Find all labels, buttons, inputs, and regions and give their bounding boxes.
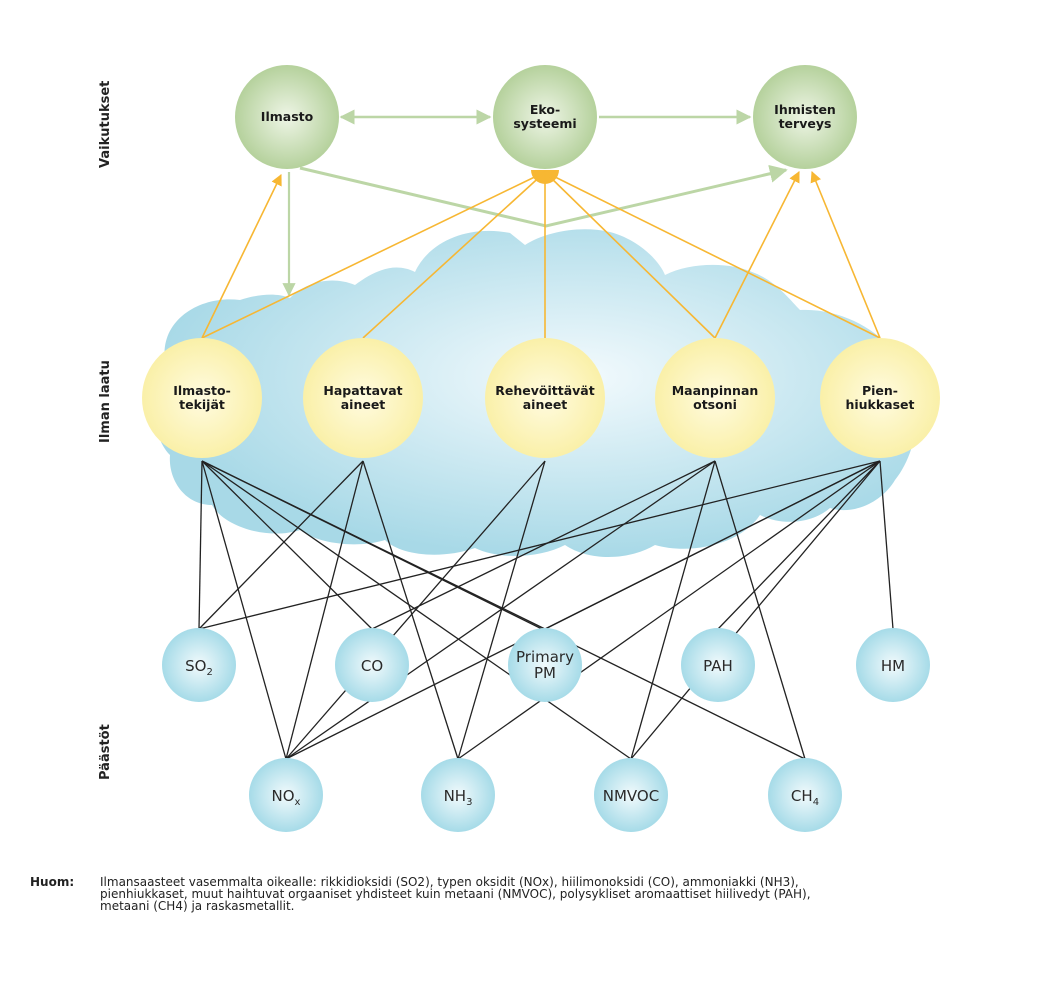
link-ilmastotekijat-so2	[198, 460, 203, 630]
note-body: Ilmansaasteet vasemmalta oikealle: rikki…	[100, 876, 1030, 912]
emission-label: NH3	[444, 787, 473, 808]
note-line: pienhiukkaset, muut haihtuvat orgaaniset…	[100, 887, 811, 901]
emission-circle	[681, 628, 755, 702]
emission-node-pah: PAH	[681, 628, 755, 702]
link-otsoni-ch4	[714, 460, 806, 760]
impact-circle	[753, 65, 857, 169]
air-quality-circle	[655, 338, 775, 458]
emission-circle	[162, 628, 236, 702]
node-label: terveys	[779, 116, 832, 131]
emission-node-nh3: NH3	[421, 758, 495, 832]
arrow-ilmasto-terveys	[299, 164, 788, 228]
link-otsoni-co	[371, 460, 716, 630]
link-hapattavat-nox	[285, 460, 364, 760]
emission-circle	[249, 758, 323, 832]
impact-circle	[235, 65, 339, 169]
emission-label: NMVOC	[603, 787, 659, 805]
air-pollution-diagram: Ilmasto Eko-systeemi IhmistenterveysIlmast…	[142, 65, 940, 832]
impact-node-ilmasto: Ilmasto	[235, 65, 339, 169]
emission-circle	[768, 758, 842, 832]
emission-node-ch4: CH4	[768, 758, 842, 832]
emission-label: PM	[534, 664, 556, 682]
air-quality-node-ilmastotekijat: Ilmasto-tekijät	[142, 338, 262, 458]
emission-label: PAH	[703, 657, 733, 675]
link-otsoni-nox	[285, 460, 716, 760]
node-label: Hapattavat	[323, 383, 402, 398]
node-label: Maanpinnan	[672, 383, 759, 398]
node-label: tekijät	[179, 397, 225, 412]
node-label: Pien-	[862, 383, 898, 398]
link-terveys-pienhiukkaset	[810, 170, 881, 339]
emission-circle	[421, 758, 495, 832]
emission-label: Primary	[516, 648, 574, 666]
node-label: otsoni	[693, 397, 737, 412]
air-quality-node-pienhiukkaset: Pien-hiukkaset	[820, 338, 940, 458]
emission-label: SO2	[185, 657, 213, 678]
link-pienhiukkaset-nmvoc	[630, 460, 881, 760]
air-quality-circle	[485, 338, 605, 458]
link-ilmastotekijat-ch4	[201, 460, 806, 760]
emission-label: CO	[361, 657, 383, 675]
air-quality-circle	[303, 338, 423, 458]
link-ekosysteemi-otsoni	[544, 171, 716, 339]
emission-node-co: CO	[335, 628, 409, 702]
row-label-emissions: Päästöt	[98, 724, 113, 780]
emission-label: CH4	[791, 787, 819, 808]
node-label: Eko-	[530, 102, 560, 117]
emission-circle	[335, 628, 409, 702]
link-pienhiukkaset-pm	[544, 460, 881, 630]
impact-circle	[493, 65, 597, 169]
link-pienhiukkaset-pah	[717, 460, 881, 630]
air-quality-circle	[820, 338, 940, 458]
link-otsoni-nmvoc	[630, 460, 716, 760]
node-label: systeemi	[513, 116, 576, 131]
link-ilmastotekijat-co	[201, 460, 373, 630]
node-label: Rehevöittävät	[495, 383, 594, 398]
link-ilmasto-ilmastotekijat	[201, 173, 282, 339]
note-line: Ilmansaasteet vasemmalta oikealle: rikki…	[100, 875, 799, 889]
row-label-air-quality: Ilman laatu	[98, 360, 113, 443]
link-ekosysteemi-pienhiukkaset	[544, 171, 881, 339]
link-hapattavat-so2	[198, 460, 364, 630]
emission-node-nox: NOx	[249, 758, 323, 832]
emission-label: HM	[881, 657, 905, 675]
emission-circle	[508, 628, 582, 702]
link-ekosysteemi-ilmastotekijat	[201, 171, 546, 339]
node-label: aineet	[341, 397, 386, 412]
emission-circle	[856, 628, 930, 702]
node-label: hiukkaset	[845, 397, 914, 412]
emission-circle	[594, 758, 668, 832]
link-pienhiukkaset-hm	[879, 460, 894, 630]
node-label: Ihmisten	[774, 102, 836, 117]
node-label: Ilmasto-	[173, 383, 231, 398]
link-rehevoittavat-nox	[285, 460, 546, 760]
air-quality-circle	[142, 338, 262, 458]
node-label: Ilmasto	[261, 109, 314, 124]
node-label: aineet	[523, 397, 568, 412]
link-pienhiukkaset-nh3	[457, 460, 881, 760]
note-line: metaani (CH4) ja raskasmetallit.	[100, 899, 295, 913]
link-terveys-otsoni	[714, 171, 800, 339]
emission-node-hm: HM	[856, 628, 930, 702]
link-ilmastotekijat-nmvoc	[201, 460, 632, 760]
link-pienhiukkaset-so2	[198, 460, 881, 630]
note-label: Huom:	[30, 875, 75, 889]
link-ilmastotekijat-nox	[201, 460, 287, 760]
impact-node-ekosysteemi: Eko-systeemi	[493, 65, 597, 169]
emission-label: NOx	[272, 787, 301, 808]
link-ekosysteemi-hapattavat	[362, 171, 546, 339]
emission-node-so2: SO2	[162, 628, 236, 702]
row-label-impacts: Vaikutukset	[98, 80, 113, 168]
emission-node-nmvoc: NMVOC	[594, 758, 668, 832]
